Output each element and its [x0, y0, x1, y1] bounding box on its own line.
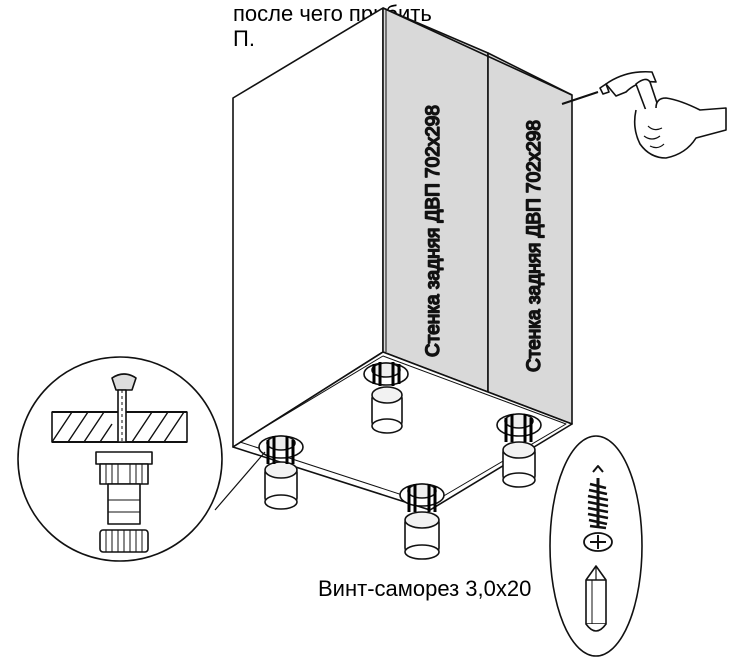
screw-label: Винт-саморез 3,0x20	[318, 576, 532, 601]
phillips-bit-icon	[585, 565, 607, 632]
leg-back	[363, 362, 409, 434]
detail-leader-line	[214, 451, 266, 511]
panel-label-group-1: Стенка задняя ДВП 702x298	[422, 104, 445, 358]
leg-front	[399, 483, 445, 560]
cabinet-body	[232, 7, 573, 511]
screw-icon	[583, 465, 613, 552]
leg-left	[258, 435, 304, 510]
detail-callout	[17, 356, 223, 562]
instruction-line-2: П.	[233, 26, 255, 51]
hammer-icon	[561, 70, 727, 159]
detail-screw-head	[111, 373, 137, 391]
panel-label-2: Стенка задняя ДВП 702x298	[524, 120, 545, 372]
panel-label-1: Стенка задняя ДВП 702x298	[423, 105, 444, 357]
screw-detail-oval	[549, 435, 643, 657]
panel-label-group-2: Стенка задняя ДВП 702x298	[523, 119, 546, 373]
leg-right	[496, 413, 542, 488]
